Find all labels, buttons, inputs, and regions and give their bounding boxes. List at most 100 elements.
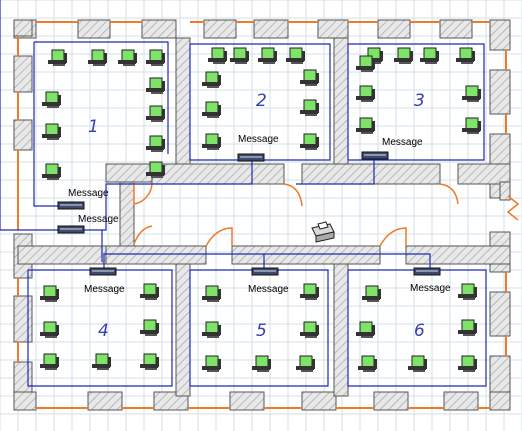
computer-icon (296, 355, 315, 372)
door (283, 183, 303, 207)
computer-icon (42, 91, 61, 108)
computer-icon (140, 283, 159, 300)
wall-pier (87, 391, 123, 411)
door (133, 182, 153, 205)
wall-pier (141, 19, 177, 39)
network-hub-icon (89, 267, 117, 276)
cable (347, 43, 485, 161)
computer-icon (48, 49, 67, 66)
hub-label: Message (84, 284, 125, 295)
computer-icon (458, 283, 477, 300)
network-hub-icon (361, 151, 389, 160)
network-hub-icon (413, 267, 441, 276)
corridor-wall (151, 163, 285, 185)
computer-icon (202, 71, 221, 88)
corridor-wall (105, 245, 207, 265)
computer-icon (456, 47, 475, 64)
cable (296, 156, 375, 185)
room-number-5: 5 (256, 321, 267, 341)
wall-pier (13, 295, 33, 343)
wall-pier (203, 19, 237, 39)
wall-pier (489, 391, 511, 411)
network-hub-icon (57, 201, 85, 210)
wall-pier (489, 19, 511, 51)
computer-icon (146, 77, 165, 94)
door (439, 183, 459, 205)
wall-pier (373, 391, 409, 411)
doors (133, 182, 520, 247)
building-walls (13, 19, 511, 411)
computer-icon (146, 49, 165, 66)
computer-icon (252, 355, 271, 372)
computer-icon (300, 69, 319, 86)
wall-partition (333, 263, 349, 397)
computer-icon (362, 285, 381, 302)
computer-icon (408, 355, 427, 372)
corridor-wall (301, 163, 441, 185)
computer-icon (118, 49, 137, 66)
computer-icon (300, 321, 319, 338)
wall-pier (229, 391, 265, 411)
corridor-wall (231, 245, 381, 265)
computer-icon (356, 117, 375, 134)
computer-icon (300, 283, 319, 300)
wall-pier (439, 19, 473, 39)
computer-icon (258, 47, 277, 64)
computer-icon (420, 47, 439, 64)
hub-label: Message (238, 134, 279, 145)
printer-icon (311, 221, 335, 243)
corridor-wall (17, 245, 107, 265)
computers (40, 47, 481, 372)
cable (189, 43, 331, 161)
computer-icon (202, 101, 221, 118)
room-number-1: 1 (88, 117, 99, 137)
windows (17, 21, 507, 409)
network-hubs (57, 151, 441, 276)
wall-pier (301, 391, 337, 411)
corridor-wall (119, 181, 135, 257)
corridor-wall (457, 163, 511, 185)
computer-icon (146, 161, 165, 178)
computer-icon (286, 47, 305, 64)
cable (189, 269, 329, 387)
computer-icon (358, 355, 377, 372)
network-hub-icon (57, 225, 85, 234)
computer-icon (202, 133, 221, 150)
computer-icon (40, 285, 59, 302)
wall-pier (13, 55, 33, 93)
wall-pier (253, 19, 289, 39)
computer-icon (88, 49, 107, 66)
wall-pier (13, 361, 33, 397)
computer-icon (140, 319, 159, 336)
wall-partition (333, 37, 349, 183)
printer-body (311, 221, 335, 243)
hub-label: Message (68, 188, 109, 199)
wall-pier (77, 19, 111, 39)
computer-icon (230, 47, 249, 64)
room-number-2: 2 (256, 91, 267, 111)
wall-pier (377, 19, 411, 39)
computer-icon (42, 123, 61, 140)
computer-icon (92, 353, 111, 370)
wall-pier (13, 391, 37, 411)
cable (0, 0, 70, 231)
computer-icon (458, 319, 477, 336)
wall-pier (489, 291, 511, 337)
cable (34, 41, 169, 154)
computer-icon (462, 85, 481, 102)
computer-icon (40, 353, 59, 370)
computer-icon (202, 285, 221, 302)
computer-icon (394, 47, 413, 64)
hub-label: Message (410, 283, 451, 294)
cable (84, 158, 253, 231)
room-number-3: 3 (414, 91, 425, 111)
wall-pier (443, 391, 479, 411)
room-number-6: 6 (414, 321, 425, 341)
computer-icon (202, 355, 221, 372)
corridor-wall (405, 245, 511, 265)
computer-icon (356, 85, 375, 102)
computer-icon (140, 353, 159, 370)
computer-icon (208, 47, 227, 64)
